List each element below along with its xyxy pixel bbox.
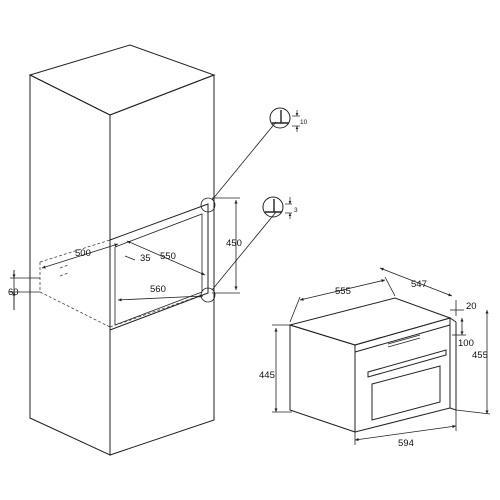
oven-dimensions bbox=[272, 267, 491, 445]
cabinet-dimensions bbox=[10, 197, 240, 310]
dim-detail-top-gap: 10 bbox=[300, 119, 308, 126]
cabinet-side-face bbox=[109, 74, 215, 456]
dim-oven-front-height: 455 bbox=[472, 350, 488, 361]
dim-oven-width: 594 bbox=[398, 438, 414, 449]
detail-callouts bbox=[200, 121, 277, 303]
dim-oven-total-depth: 547 bbox=[411, 279, 427, 290]
dim-cutout-height: 450 bbox=[226, 238, 242, 249]
hidden-lines bbox=[39, 239, 209, 328]
dim-door-thickness: 20 bbox=[466, 301, 477, 312]
oven-side-face bbox=[289, 324, 356, 433]
recess-outline bbox=[109, 203, 209, 331]
detail-marker-bottom bbox=[200, 287, 216, 303]
oven-top-face bbox=[288, 297, 452, 346]
dim-detail-bottom-gap: 3 bbox=[294, 207, 298, 214]
dim-inner-offset: 35 bbox=[140, 253, 151, 264]
oven-door-handle bbox=[367, 349, 447, 378]
oven-front-face bbox=[354, 317, 451, 433]
dim-cabinet-depth: 500 bbox=[75, 248, 91, 259]
cabinet-front-face bbox=[29, 74, 111, 456]
dim-oven-depth: 555 bbox=[335, 286, 351, 297]
oven-door-window bbox=[371, 365, 441, 421]
dim-inner-depth: 550 bbox=[160, 251, 176, 262]
detail-marker-top bbox=[200, 197, 216, 213]
oven-recess bbox=[109, 203, 209, 331]
cabinet-top-face bbox=[28, 44, 216, 116]
dim-inner-width: 560 bbox=[150, 284, 166, 295]
dim-vent-height: 60 bbox=[8, 287, 19, 298]
built-in-oven bbox=[288, 297, 457, 433]
tall-cabinet bbox=[28, 44, 216, 456]
magnified-gap-detail-icon bbox=[269, 107, 300, 132]
magnified-gap-detail-icon bbox=[262, 196, 292, 219]
dim-control-panel-height: 100 bbox=[458, 338, 474, 349]
dim-oven-body-height: 445 bbox=[259, 370, 275, 381]
